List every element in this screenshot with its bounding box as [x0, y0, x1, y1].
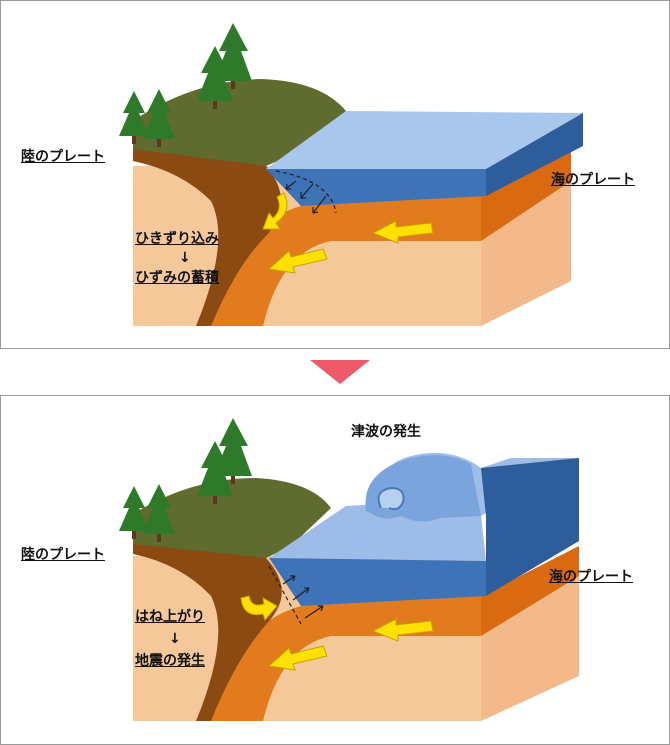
wave-curl — [379, 488, 404, 509]
earthquake-label: 地震の発生 — [135, 652, 205, 670]
ocean-plate-label: 海のプレート — [549, 568, 633, 586]
drag-in-label: ひきずり込み — [135, 230, 219, 248]
flow-arrow: ↓ — [179, 249, 191, 267]
strain-label: ひずみの蓄積 — [135, 269, 219, 287]
panel-earthquake-tsunami: 津波の発生 陸のプレート 海のプレート はね上がり ↓ 地震の発生 — [0, 395, 670, 745]
panel-strain-accumulation: 陸のプレート 海のプレート ひきずり込み ↓ ひずみの蓄積 — [0, 0, 670, 349]
ocean-plate-label: 海のプレート — [551, 171, 635, 189]
rebound-label: はね上がり — [135, 608, 205, 626]
tsunami-wave — [365, 455, 481, 521]
land-plate-label: 陸のプレート — [21, 546, 105, 564]
transition-arrow-icon — [310, 360, 370, 384]
tsunami-label: 津波の発生 — [351, 423, 421, 441]
flow-arrow: ↓ — [169, 630, 181, 648]
land-plate-label: 陸のプレート — [21, 148, 105, 166]
